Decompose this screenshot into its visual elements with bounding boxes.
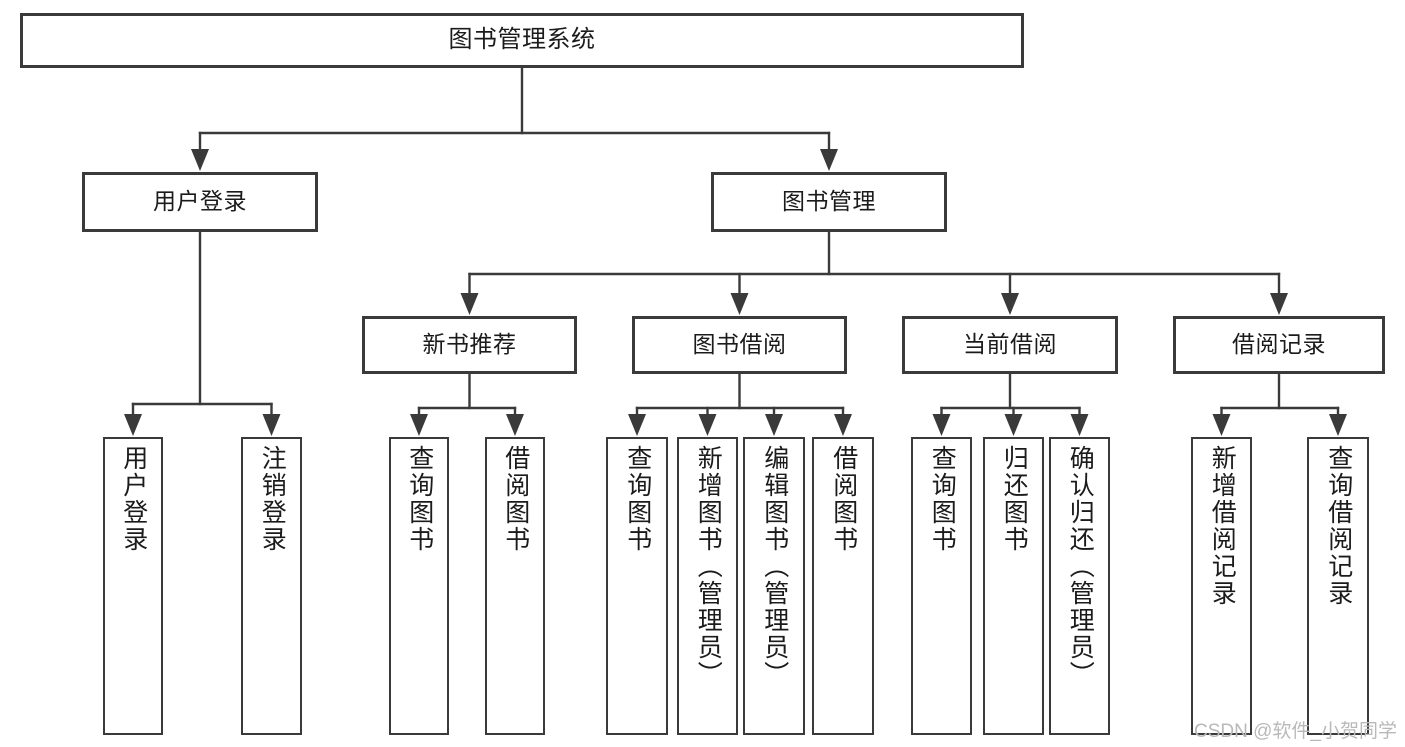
node-leaf-add-record[interactable]: 新增借阅记录 xyxy=(1191,437,1252,735)
node-label: 借阅记录 xyxy=(1232,331,1326,358)
connector-arrowhead xyxy=(1004,414,1023,436)
node-label: 用户登录 xyxy=(119,445,148,553)
node-label: 查询借阅记录 xyxy=(1324,445,1353,607)
node-leaf-logout[interactable]: 注销登录 xyxy=(241,437,302,735)
node-label: 确认归还（管理员） xyxy=(1066,445,1095,688)
connector-arrowhead xyxy=(628,414,646,436)
connector-arrowhead xyxy=(730,293,749,315)
node-new-book-rec[interactable]: 新书推荐 xyxy=(362,316,577,374)
connector-arrowhead xyxy=(765,414,783,436)
node-leaf-add-book[interactable]: 新增图书（管理员） xyxy=(677,437,738,735)
node-label: 新书推荐 xyxy=(422,331,517,358)
connector-arrowhead xyxy=(506,414,524,436)
node-label: 用户登录 xyxy=(153,188,247,215)
node-leaf-query-book-2[interactable]: 查询图书 xyxy=(606,437,668,735)
node-book-borrow[interactable]: 图书借阅 xyxy=(632,316,847,374)
node-label: 借阅图书 xyxy=(829,445,858,553)
connector-arrowhead xyxy=(1070,414,1089,436)
node-label: 查询图书 xyxy=(928,445,957,553)
connector-arrowhead xyxy=(262,414,281,436)
node-label: 注销登录 xyxy=(258,445,287,553)
node-label: 查询图书 xyxy=(623,445,652,553)
connector-arrowhead xyxy=(820,149,838,171)
node-leaf-query-book-1[interactable]: 查询图书 xyxy=(389,437,449,735)
node-leaf-borrow-book-1[interactable]: 借阅图书 xyxy=(485,437,545,735)
connector-arrowhead xyxy=(1212,414,1231,436)
connector-arrowhead xyxy=(1329,414,1347,436)
node-label: 当前借阅 xyxy=(963,331,1057,358)
node-label: 图书管理 xyxy=(782,188,876,215)
connector-arrowhead xyxy=(834,414,852,436)
node-label: 图书管理系统 xyxy=(448,26,596,54)
node-label: 新增图书（管理员） xyxy=(694,445,723,688)
node-leaf-return-book[interactable]: 归还图书 xyxy=(983,437,1044,735)
node-current-borrow[interactable]: 当前借阅 xyxy=(902,316,1118,374)
connector-arrowhead xyxy=(698,414,717,436)
node-leaf-user-login[interactable]: 用户登录 xyxy=(103,437,163,735)
connector-arrowhead xyxy=(932,414,951,436)
node-label: 新增借阅记录 xyxy=(1208,445,1237,607)
node-label: 借阅图书 xyxy=(501,445,530,553)
node-borrow-record[interactable]: 借阅记录 xyxy=(1173,316,1385,374)
node-user-login[interactable]: 用户登录 xyxy=(82,172,318,232)
connector-arrowhead xyxy=(410,414,428,436)
watermark-label: CSDN @软件_小贺同学 xyxy=(1194,721,1397,742)
node-root[interactable]: 图书管理系统 xyxy=(20,13,1024,68)
connector-arrowhead xyxy=(191,149,209,171)
node-label: 编辑图书（管理员） xyxy=(760,445,789,688)
node-leaf-edit-book[interactable]: 编辑图书（管理员） xyxy=(743,437,805,735)
node-leaf-confirm-return[interactable]: 确认归还（管理员） xyxy=(1049,437,1110,735)
node-leaf-query-record[interactable]: 查询借阅记录 xyxy=(1307,437,1369,735)
connector-arrowhead xyxy=(1001,293,1019,315)
node-leaf-query-book-3[interactable]: 查询图书 xyxy=(911,437,972,735)
node-label: 查询图书 xyxy=(405,445,434,553)
node-book-manage[interactable]: 图书管理 xyxy=(711,172,947,232)
node-label: 图书借阅 xyxy=(692,331,787,358)
connector-arrowhead xyxy=(124,414,142,436)
connector-arrowhead xyxy=(1270,293,1288,315)
connector-arrowhead xyxy=(460,293,479,315)
node-leaf-borrow-book-2[interactable]: 借阅图书 xyxy=(812,437,874,735)
node-label: 归还图书 xyxy=(1000,445,1029,553)
